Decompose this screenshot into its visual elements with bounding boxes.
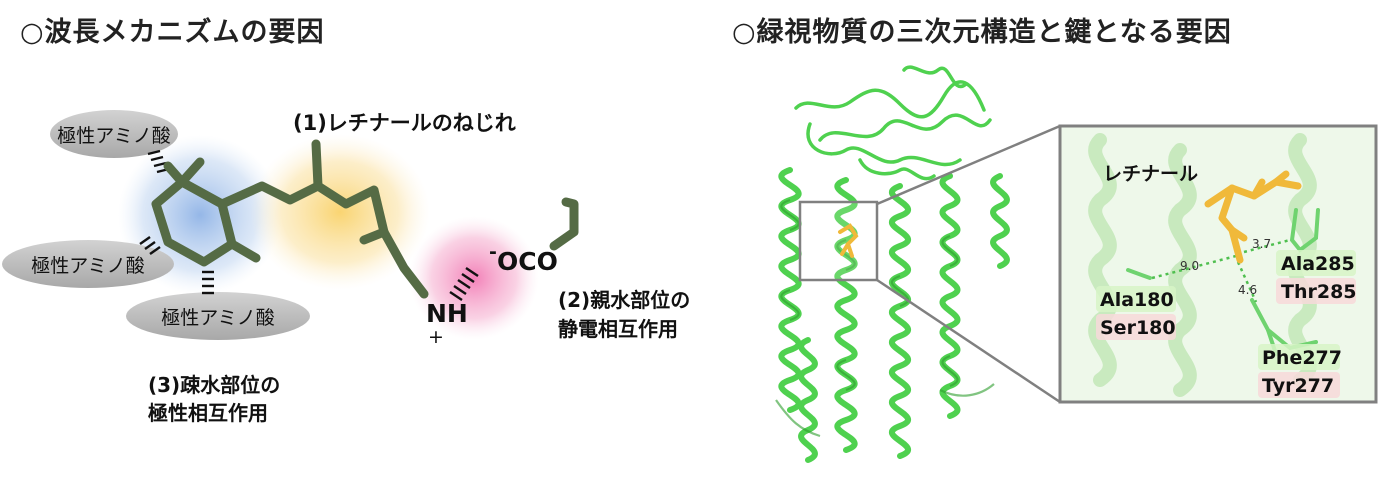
- left-panel-title: ○波長メカニズムの要因: [20, 17, 325, 48]
- factor-1-label: (1)レチナールのねじれ: [293, 111, 516, 135]
- residue-ala285: Ala285: [1281, 253, 1355, 275]
- retinal-label: レチナール: [1103, 163, 1198, 185]
- polar-amino-acid-label: 極性アミノ酸: [161, 307, 275, 329]
- right-panel-title: ○緑視物質の三次元構造と鍵となる要因: [732, 17, 1232, 48]
- zoom-connector-top: [876, 124, 1061, 206]
- retinal-inset: [1204, 170, 1302, 264]
- polar-amino-acid-label: 極性アミノ酸: [57, 125, 171, 147]
- residue-phe277: Phe277: [1262, 347, 1342, 369]
- polar-amino-acid-bubble-1: 極性アミノ酸: [50, 110, 178, 158]
- twist-glow: [250, 134, 430, 290]
- inset-panel: レチナール 9.0 3.7 4.6 Ala285 Thr285 Ala180 S…: [1058, 124, 1378, 404]
- minus-charge: -: [489, 241, 497, 263]
- hydrophilic-glow: [409, 216, 539, 340]
- residue-ser180: Ser180: [1100, 317, 1176, 339]
- plus-charge: +: [428, 326, 444, 348]
- residue-thr285: Thr285: [1281, 281, 1357, 303]
- distance-lines: [1151, 238, 1291, 303]
- polar-amino-acid-bubble-2: 極性アミノ酸: [2, 240, 174, 288]
- factor-3-label-line1: (3)疎水部位の: [148, 373, 280, 397]
- zoom-region-box: [798, 200, 879, 282]
- distance-9-0: 9.0: [1180, 259, 1199, 273]
- polar-amino-acid-bubble-3: 極性アミノ酸: [126, 292, 310, 340]
- retinal-molecule: [151, 139, 579, 299]
- polar-amino-acid-label: 極性アミノ酸: [31, 255, 145, 277]
- factor-2-label-line2: 静電相互作用: [558, 317, 678, 341]
- left-panel: 極性アミノ酸 極性アミノ酸 極性アミノ酸: [2, 110, 690, 425]
- polar-interaction-hashes: [139, 149, 479, 301]
- residue-tyr277: Tyr277: [1262, 375, 1334, 397]
- right-panel: レチナール 9.0 3.7 4.6 Ala285 Thr285 Ala180 S…: [775, 65, 1378, 463]
- distance-4-6: 4.6: [1238, 283, 1257, 297]
- retinal-small: [838, 223, 859, 258]
- oco-label: OCO: [497, 247, 558, 276]
- residue-ala180: Ala180: [1100, 289, 1174, 311]
- protein-loops: [794, 65, 992, 181]
- factor-3-label-line2: 極性相互作用: [147, 401, 268, 425]
- nh-label: NH: [426, 299, 468, 328]
- distance-3-7: 3.7: [1252, 237, 1271, 251]
- factor-2-label-line1: (2)親水部位の: [558, 288, 690, 312]
- zoom-connector-bottom: [876, 278, 1061, 404]
- protein-helices-dark: [775, 198, 995, 438]
